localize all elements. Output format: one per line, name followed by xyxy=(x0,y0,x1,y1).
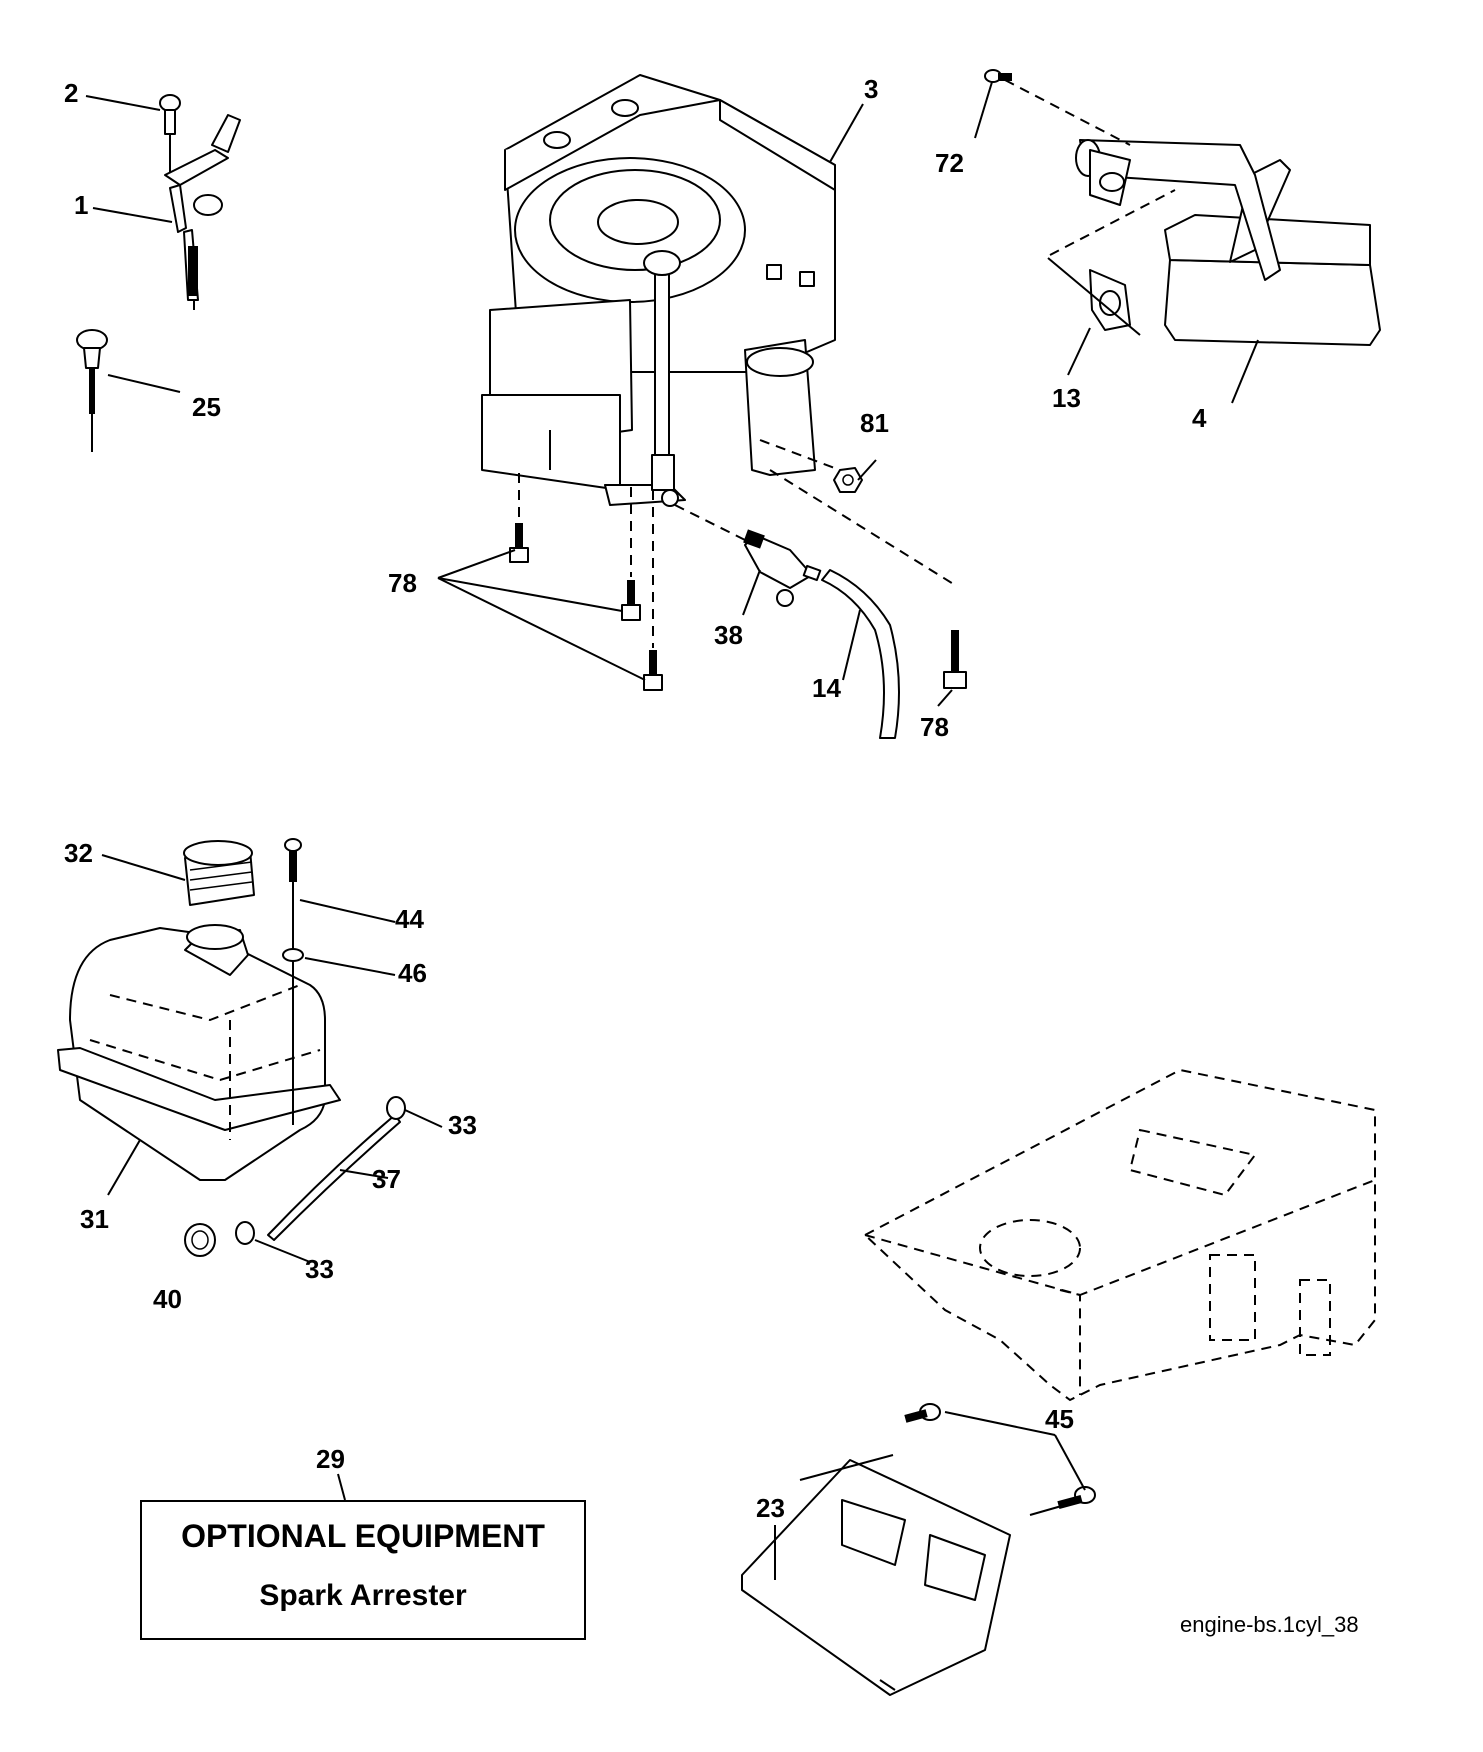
shield-guide-line xyxy=(799,1454,894,1481)
screw-part xyxy=(284,838,302,1125)
heat-shield-part xyxy=(741,1459,1011,1696)
callout-40: 40 xyxy=(153,1284,182,1314)
callout-38: 38 xyxy=(714,620,743,650)
bolt-part xyxy=(509,523,529,563)
callout-45: 45 xyxy=(1045,1404,1074,1434)
bolt-part xyxy=(643,650,663,691)
throttle-control-part xyxy=(164,114,241,310)
callout-3: 3 xyxy=(864,74,878,104)
leader-lines xyxy=(85,81,1259,1580)
callout-33: 33 xyxy=(448,1110,477,1140)
bolt-part xyxy=(984,69,1012,83)
frame-part xyxy=(863,1068,1376,1402)
drain-hose-part xyxy=(821,569,900,739)
drain-guide-line xyxy=(674,504,746,541)
callout-33: 33 xyxy=(305,1254,334,1284)
optional-equipment-title: OPTIONAL EQUIPMENT xyxy=(181,1518,545,1554)
callout-78: 78 xyxy=(920,712,949,742)
callout-37: 37 xyxy=(372,1164,401,1194)
optional-equipment-subtitle: Spark Arrester xyxy=(259,1579,467,1612)
bolt-part xyxy=(621,580,641,621)
screw-part xyxy=(904,1403,941,1423)
engine-part xyxy=(481,74,836,507)
callout-13: 13 xyxy=(1052,383,1081,413)
callout-31: 31 xyxy=(80,1204,109,1234)
optional-equipment-box: OPTIONAL EQUIPMENT Spark Arrester xyxy=(140,1500,586,1640)
shield-guide-line xyxy=(1029,1504,1066,1516)
choke-knob-part xyxy=(76,329,108,452)
grommet-part xyxy=(184,1223,216,1257)
callout-14: 14 xyxy=(812,673,841,703)
clamp-part xyxy=(235,1096,406,1245)
fuel-cap-part xyxy=(183,840,255,906)
callout-25: 25 xyxy=(192,392,221,422)
nut-part xyxy=(833,467,863,493)
gasket-guide-line xyxy=(1004,79,1131,146)
callout-44: 44 xyxy=(395,904,424,934)
drain-valve-part xyxy=(743,529,822,607)
callout-2: 2 xyxy=(64,78,78,108)
callout-78: 78 xyxy=(388,568,417,598)
callout-72: 72 xyxy=(935,148,964,178)
callout-labels: 2 1 25 3 72 13 4 81 78 38 14 78 32 44 46… xyxy=(64,74,1207,1523)
callout-32: 32 xyxy=(64,838,93,868)
nut-guide-line xyxy=(759,439,841,471)
muffler-part xyxy=(1075,139,1381,346)
bolt-part xyxy=(943,630,967,689)
callout-46: 46 xyxy=(398,958,427,988)
callout-1: 1 xyxy=(74,190,88,220)
drawing-file-id: engine-bs.1cyl_38 xyxy=(1180,1612,1359,1637)
bolt-guide-line xyxy=(769,469,956,586)
callout-23: 23 xyxy=(756,1493,785,1523)
callout-81: 81 xyxy=(860,408,889,438)
fuel-line-part xyxy=(267,1114,401,1241)
gasket-part xyxy=(1089,269,1131,331)
callout-29: 29 xyxy=(316,1444,345,1474)
gasket-guide-line xyxy=(1049,189,1176,256)
callout-4: 4 xyxy=(1192,403,1207,433)
washer-part xyxy=(282,948,304,962)
screw-part xyxy=(159,94,181,172)
fuel-tank-part xyxy=(57,924,341,1181)
gasket-guide-line xyxy=(1047,257,1141,336)
